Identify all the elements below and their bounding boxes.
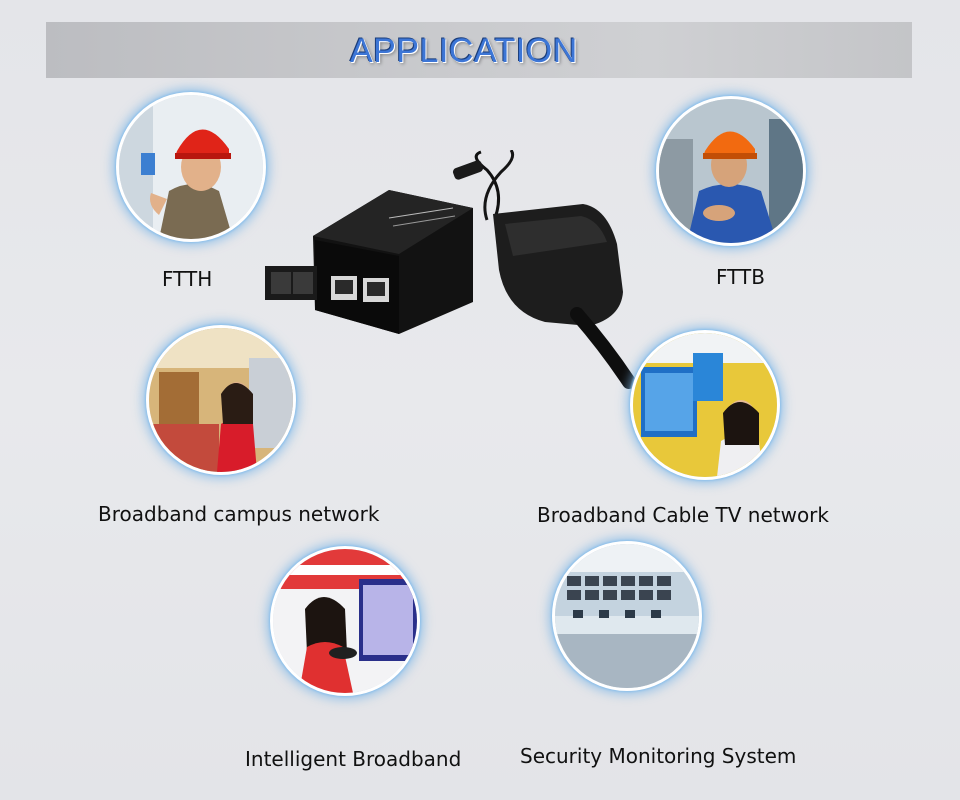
app-label-cable-tv: Broadband Cable TV network (537, 503, 829, 527)
security-monitoring-photo (552, 541, 702, 691)
title-banner (46, 22, 912, 78)
app-label-fttb: FTTB (716, 265, 765, 289)
app-label-campus-network: Broadband campus network (98, 502, 380, 526)
page-title: APPLICATION (350, 32, 578, 70)
fttb-photo (656, 96, 806, 246)
ftth-photo (116, 92, 266, 242)
app-label-security-monitoring: Security Monitoring System (520, 744, 797, 768)
media-converter-product-image (255, 150, 635, 390)
campus-network-photo (146, 325, 296, 475)
app-label-ftth: FTTH (162, 267, 213, 291)
intelligent-broadband-photo (270, 546, 420, 696)
app-label-intelligent-broadband: Intelligent Broadband (245, 747, 462, 771)
cable-tv-photo (630, 330, 780, 480)
